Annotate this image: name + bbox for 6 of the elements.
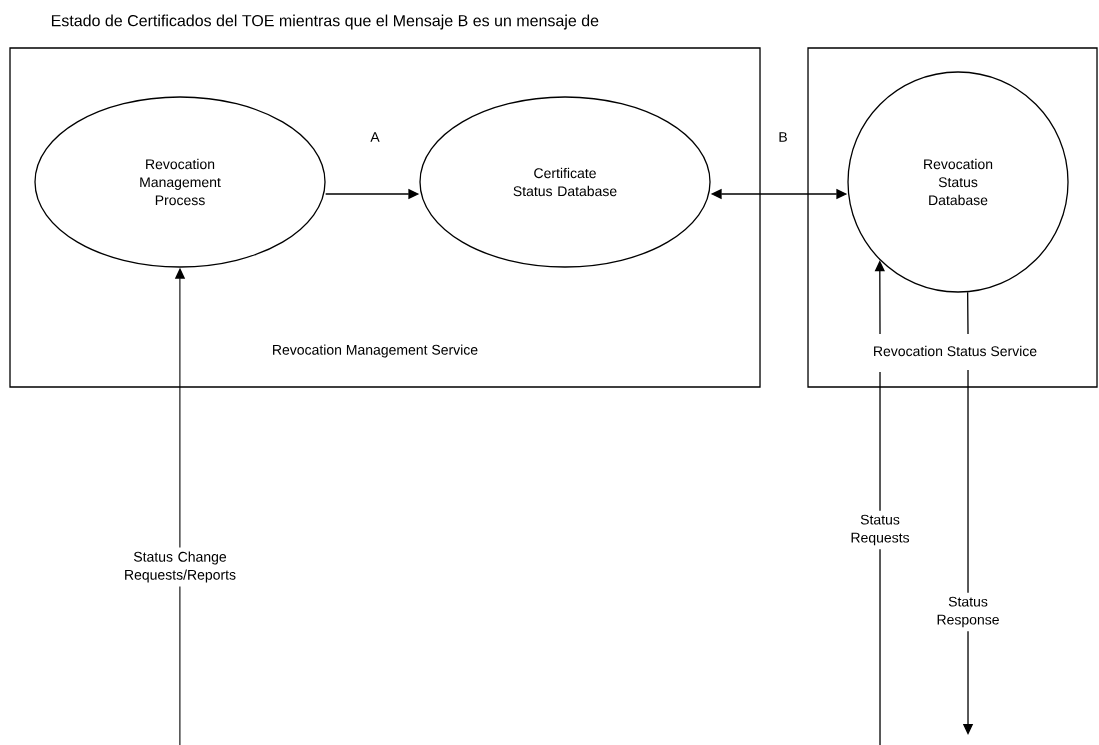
edge-label: Status Response bbox=[924, 592, 1012, 632]
intro-text: Estado de Certificados del TOE mientras que el Mensaje B es un mensaje de bbox=[51, 14, 599, 30]
edge-label: A bbox=[370, 132, 380, 142]
edge-label: B bbox=[779, 132, 787, 142]
edge-label: Status Change Requests/Reports bbox=[113, 547, 247, 587]
edge-label: Status Requests bbox=[836, 510, 924, 550]
